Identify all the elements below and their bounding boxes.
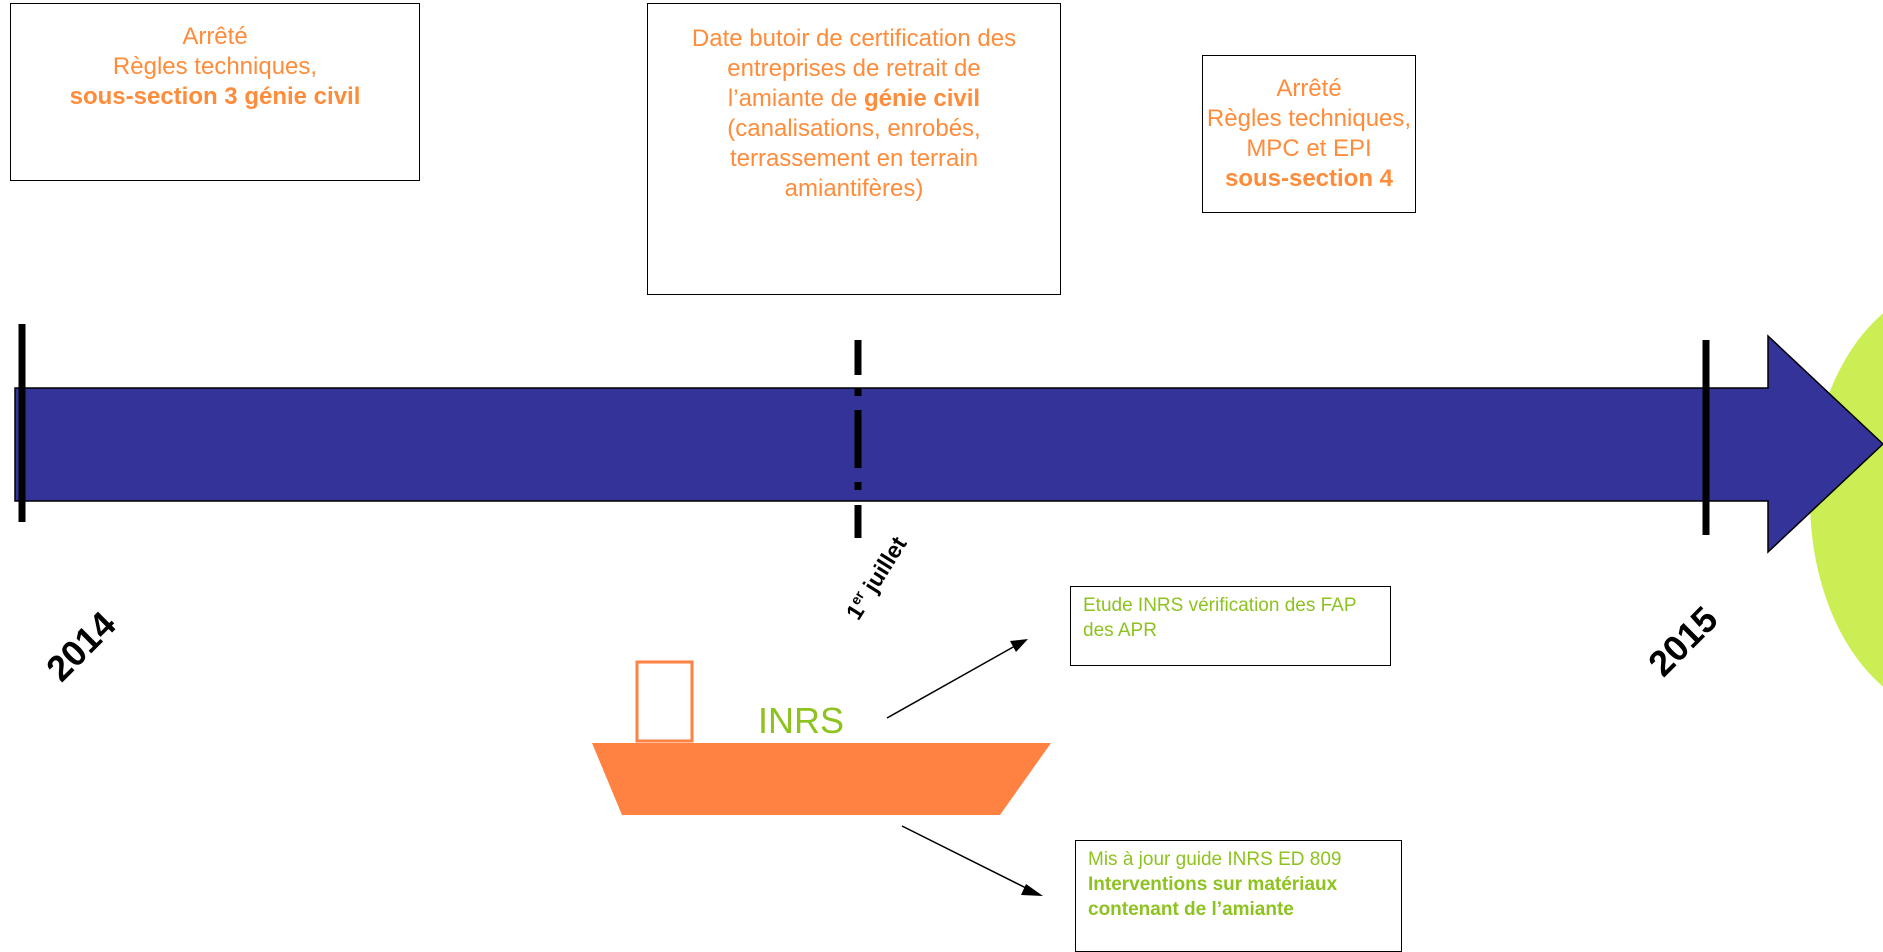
arrowhead-guide bbox=[1021, 884, 1043, 896]
ship-cabin bbox=[635, 660, 694, 743]
box-arrete-sous-section-4: Arrêté Règles techniques, MPC et EPI sou… bbox=[1202, 55, 1416, 213]
box-line: Mis à jour guide INRS ED 809 bbox=[1088, 849, 1342, 870]
ship-hull bbox=[592, 743, 1051, 815]
box-etude-inrs: Etude INRS vérification des FAP des APR bbox=[1070, 586, 1391, 666]
box-line: MPC et EPI bbox=[1246, 135, 1372, 162]
box-text: (canalisations, enrobés, terrassement en… bbox=[727, 115, 981, 202]
box-line: Arrêté bbox=[182, 23, 248, 50]
box-bold: Interventions sur matériaux contenant de… bbox=[1088, 874, 1338, 920]
box-bold: sous-section 3 génie civil bbox=[69, 83, 361, 110]
box-bold: sous-section 4 bbox=[1224, 165, 1394, 192]
box-date-butoir: Date butoir de certification des entrepr… bbox=[647, 3, 1061, 295]
arrowhead-study bbox=[1010, 639, 1028, 652]
box-text: Etude INRS vérification des FAP des APR bbox=[1083, 595, 1357, 641]
box-bold: génie civil bbox=[864, 85, 981, 112]
box-arrete-sous-section-3: Arrêté Règles techniques, sous-section 3… bbox=[10, 3, 420, 181]
box-guide-inrs: Mis à jour guide INRS ED 809 Interventio… bbox=[1075, 840, 1402, 952]
box-line: Arrêté bbox=[1276, 75, 1342, 102]
arrow-to-guide bbox=[901, 825, 1031, 891]
box-line: Règles techniques, bbox=[1206, 105, 1412, 132]
ship-label: INRS bbox=[758, 700, 845, 741]
timeline-arrow bbox=[14, 334, 1883, 554]
arrow-to-study bbox=[886, 645, 1016, 719]
box-text: Date butoir de certification des entrepr… bbox=[691, 25, 1017, 112]
box-line: Règles techniques, bbox=[112, 53, 318, 80]
